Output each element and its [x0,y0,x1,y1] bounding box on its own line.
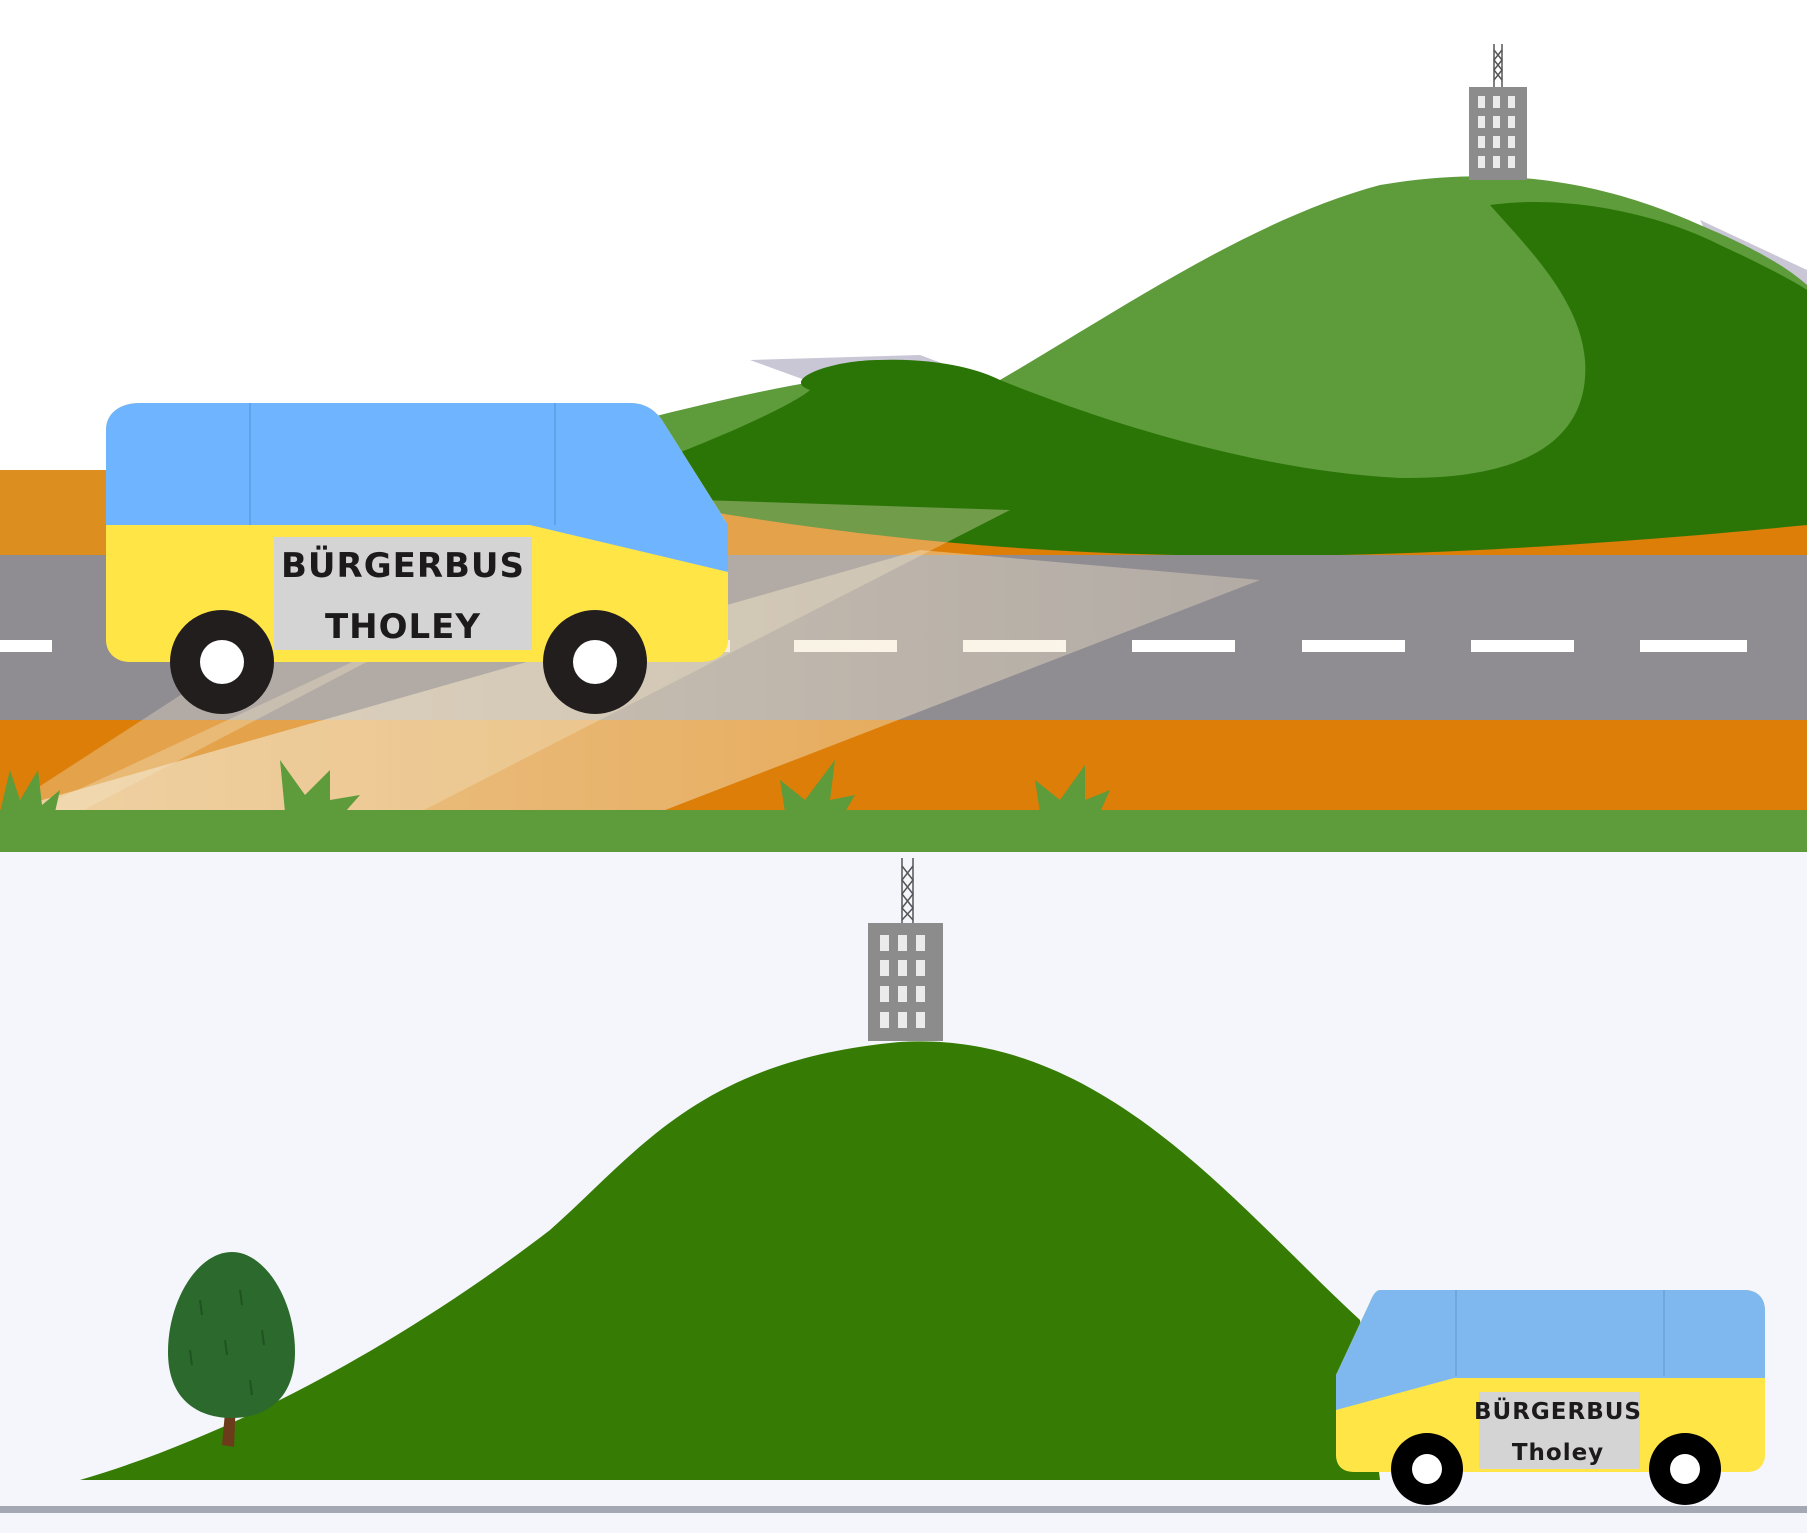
antenna [901,858,914,923]
dark-green-hill [660,201,1807,576]
bottom-scene: BÜRGERBUS Tholey [0,852,1807,1533]
bus-bottom: BÜRGERBUS Tholey [1336,1290,1765,1505]
grass-tufts [0,760,1110,812]
tree-crown [168,1252,295,1418]
wheel-front [170,610,274,714]
grass-strip [0,810,1807,852]
bus-plate [274,537,532,650]
wheel-back [543,610,647,714]
wheel-back [1649,1433,1721,1505]
tower-top [1469,44,1527,180]
bus-top: BÜRGERBUS THOLEY [106,403,728,714]
tree [168,1252,295,1447]
wheel-front [1391,1433,1463,1505]
top-scene: BÜRGERBUS THOLEY [0,44,1807,852]
bus-label-line1: BÜRGERBUS [281,545,525,586]
ground-line [0,1506,1807,1513]
bus-plate [1479,1392,1640,1469]
bus-windows [106,403,728,572]
bottom-hill [80,1041,1380,1480]
antenna [1493,44,1503,87]
bus-label-line2: Tholey [1512,1440,1604,1466]
tower-bottom [868,858,943,1041]
bus-label-line2: THOLEY [325,607,481,647]
bus-windows [1336,1290,1765,1410]
bus-label-line1: BÜRGERBUS [1474,1397,1642,1425]
